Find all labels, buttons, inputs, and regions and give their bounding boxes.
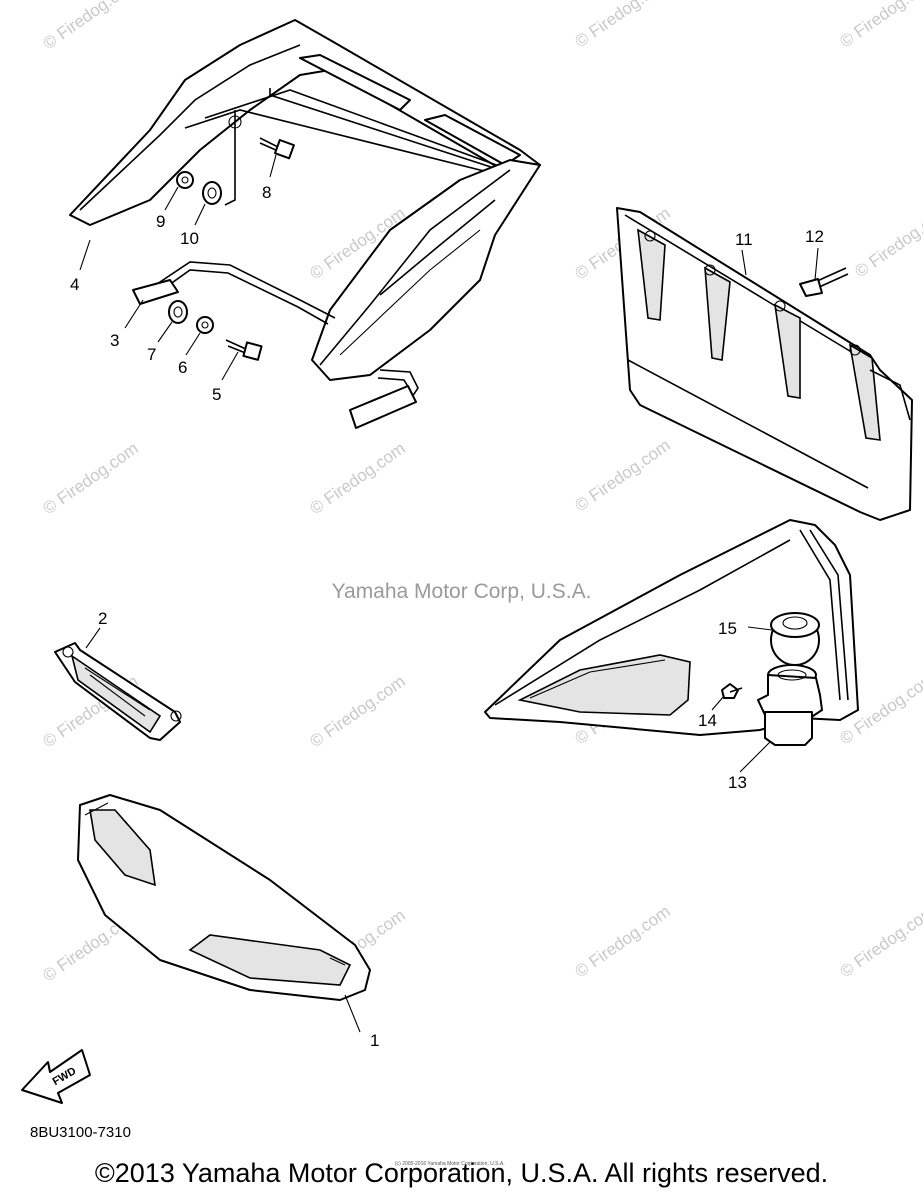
drawing-code: 8BU3100-7310 (30, 1124, 131, 1141)
callout-13: 13 (728, 773, 747, 792)
fastener-group (168, 137, 295, 361)
nut-9 (176, 171, 194, 189)
bolt-8 (259, 137, 295, 160)
callout-10: 10 (180, 229, 199, 248)
callout-15: 15 (718, 619, 737, 638)
washer-10 (202, 181, 222, 205)
watermark: © Firedog.com (39, 0, 141, 53)
part-splash-guard (616, 207, 913, 521)
part-bracket-frame (69, 19, 541, 226)
watermark: © Firedog.com (851, 202, 923, 282)
callout-5: 5 (212, 385, 221, 404)
nut-6 (196, 316, 214, 334)
watermark: © Firedog.com (836, 0, 923, 51)
watermark: © Firedog.com (306, 672, 408, 752)
center-watermark: Yamaha Motor Corp, U.S.A. (331, 580, 592, 603)
watermark: © Firedog.com (571, 0, 673, 51)
leader-lines (79, 154, 819, 1033)
part-socket-13 (757, 664, 823, 746)
part-screw-12 (799, 267, 849, 297)
callout-12: 12 (805, 227, 824, 246)
copyright-notice: ©2013 Yamaha Motor Corporation, U.S.A. A… (94, 1158, 829, 1188)
watermark: © Firedog.com (306, 439, 408, 519)
washer-7 (168, 300, 188, 324)
part-grommet-15 (770, 612, 820, 666)
watermark: © Firedog.com (836, 902, 923, 982)
callout-3: 3 (110, 331, 119, 350)
fine-print-note: (c) 2005-2016 Yamaha Motor Corporation, … (395, 1161, 505, 1167)
watermark: © Firedog.com (571, 902, 673, 982)
callout-4: 4 (70, 275, 79, 294)
callout-7: 7 (147, 345, 156, 364)
callout-11: 11 (735, 230, 753, 249)
part-stay-rod (132, 261, 419, 429)
callout-9: 9 (156, 212, 165, 231)
part-lens-2 (54, 642, 182, 741)
callout-8: 8 (262, 183, 271, 202)
callout-2: 2 (98, 609, 107, 628)
callout-1: 1 (370, 1031, 379, 1050)
part-rear-lamp (484, 519, 859, 736)
watermark: © Firedog.com (39, 439, 141, 519)
bolt-5 (225, 339, 263, 361)
callout-labels: 1 2 3 4 5 6 7 8 9 10 11 12 13 14 15 (70, 183, 824, 1050)
callout-6: 6 (178, 358, 187, 377)
callout-14: 14 (698, 711, 717, 730)
part-side-cover-1 (77, 794, 371, 1001)
watermark: © Firedog.com (571, 436, 673, 516)
fwd-arrow-icon: FWD (21, 1049, 91, 1104)
part-side-panel (311, 159, 541, 381)
